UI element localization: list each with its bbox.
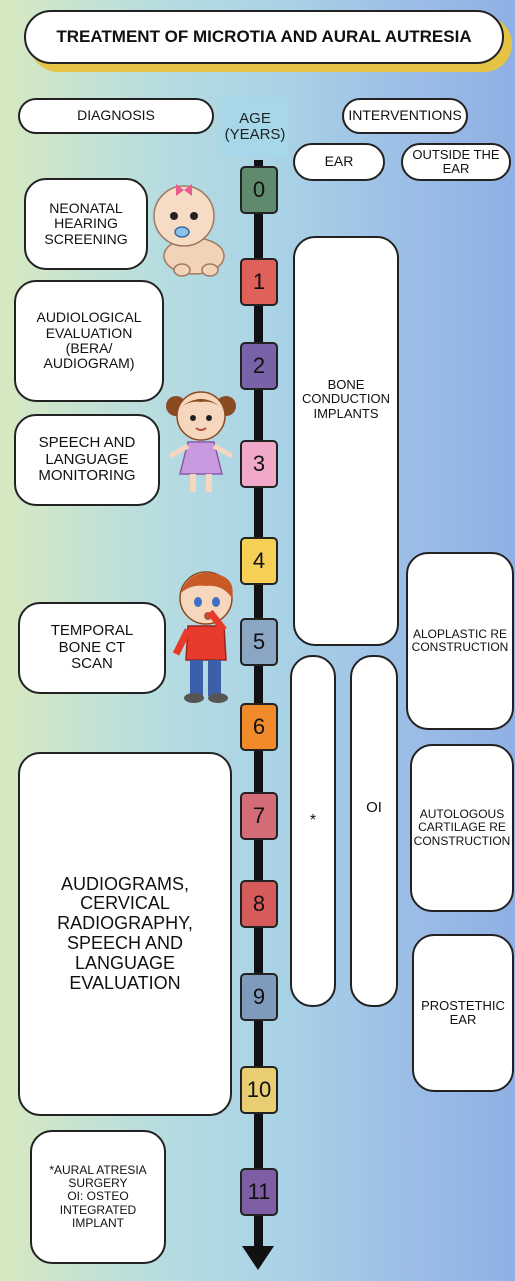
age-block-2: 2	[240, 342, 278, 390]
age-block-9: 9	[240, 973, 278, 1021]
footnote-legend: *AURAL ATRESIA SURGERY OI: OSTEO INTEGRA…	[30, 1130, 166, 1264]
age-block-3: 3	[240, 440, 278, 488]
diagnosis-speech-language-monitoring: SPEECH AND LANGUAGE MONITORING	[14, 414, 160, 506]
timeline-arrow-icon	[242, 1246, 274, 1270]
age-block-7: 7	[240, 792, 278, 840]
aloplastic-reconstruction: ALOPLASTIC RE CONSTRUCTION	[406, 552, 514, 730]
girl-illustration-icon	[166, 391, 236, 492]
diagnosis-header: DIAGNOSIS	[18, 98, 214, 134]
autologous-cartilage-reconstruction: AUTOLOGOUS CARTILAGE RE CONSTRUCTION	[410, 744, 514, 912]
diagnosis-neonatal-hearing: NEONATAL HEARING SCREENING	[24, 178, 148, 270]
title-banner: TREATMENT OF MICROTIA AND AURAL AUTRESIA	[24, 10, 512, 72]
age-block-10: 10	[240, 1066, 278, 1114]
age-block-1: 1	[240, 258, 278, 306]
page-title: TREATMENT OF MICROTIA AND AURAL AUTRESIA	[24, 10, 504, 64]
boy-illustration-icon	[172, 571, 233, 703]
age-block-11: 11	[240, 1168, 278, 1216]
outside-ear-header: OUTSIDE THE EAR	[401, 143, 511, 181]
age-block-0: 0	[240, 166, 278, 214]
baby-illustration-icon	[153, 184, 225, 277]
age-header: AGE (YEARS)	[222, 97, 288, 157]
age-block-5: 5	[240, 618, 278, 666]
aural-atresia-surgery-bar	[290, 655, 336, 1007]
diagnosis-audiograms-evaluation: AUDIOGRAMS, CERVICAL RADIOGRAPHY, SPEECH…	[18, 752, 232, 1116]
age-block-8: 8	[240, 880, 278, 928]
ear-header: EAR	[293, 143, 385, 181]
diagnosis-temporal-bone-ct: TEMPORAL BONE CT SCAN	[18, 602, 166, 694]
interventions-header: INTERVENTIONS	[342, 98, 468, 134]
prosthetic-ear: PROSTETHIC EAR	[412, 934, 514, 1092]
bone-conduction-implants-bar	[293, 236, 399, 646]
aural-atresia-surgery-label: *	[309, 812, 317, 829]
osteo-integrated-implant-label: OI	[366, 799, 382, 816]
diagnosis-audiological-evaluation: AUDIOLOGICAL EVALUATION (BERA/ AUDIOGRAM…	[14, 280, 164, 402]
osteo-integrated-implant-bar	[350, 655, 398, 1007]
bone-conduction-implants-label: BONE CONDUCTION IMPLANTS	[301, 377, 391, 421]
age-block-4: 4	[240, 537, 278, 585]
age-block-6: 6	[240, 703, 278, 751]
